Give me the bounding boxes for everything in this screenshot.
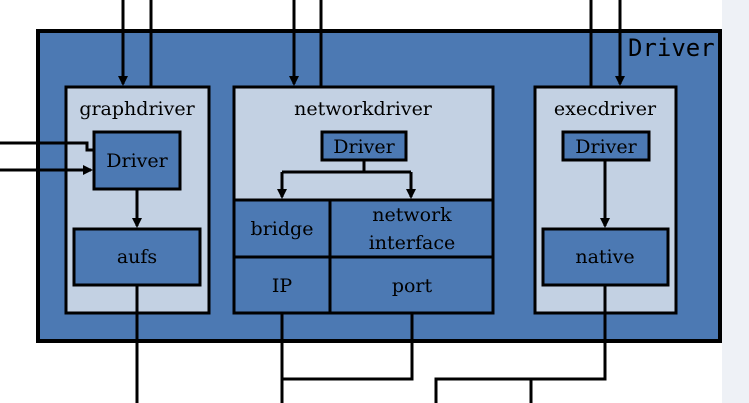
graphdriver-driver-box [92,130,182,191]
native-label: native [575,246,634,268]
port-box [328,255,495,315]
network-interface-label-line1: network [372,204,452,226]
outer-driver-label: Driver [628,34,715,62]
networkdriver-driver-label: Driver [333,136,395,158]
execdriver-title: execdriver [554,98,657,120]
network-interface-label-line2: interface [369,232,456,254]
execdriver-driver-box [561,130,651,162]
line-ip-port-bottom-connector [280,313,414,381]
port-label: port [392,275,433,297]
line-left-into-graphdriver-upper [0,141,94,152]
graphdriver-driver-label: Driver [106,150,168,172]
graphdriver-title: graphdriver [79,98,195,120]
bridge-label: bridge [251,218,314,240]
native-box [541,227,670,287]
network-interface-box [328,198,495,259]
ip-label: IP [272,275,293,297]
aufs-label: aufs [117,246,157,268]
networkdriver-title: networkdriver [294,98,433,120]
line-native-bottom-connector [434,285,607,403]
right-edge-strip [722,0,749,403]
execdriver-driver-label: Driver [575,136,637,158]
